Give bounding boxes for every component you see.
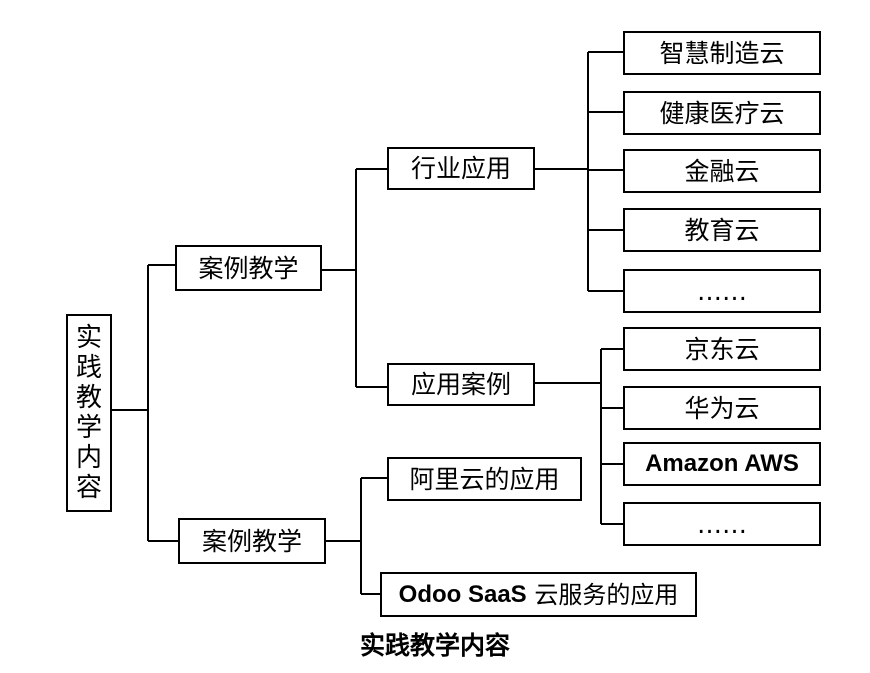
aliyun-application-node: 阿里云的应用 [387,457,582,501]
root-char: 学 [75,413,102,443]
case-item-node: Amazon AWS [623,442,821,486]
root-char: 践 [75,353,102,383]
case-teaching-node-top: 案例教学 [175,245,322,291]
case-item-node: 华为云 [623,386,821,430]
root-char: 教 [75,383,102,413]
industry-application-node: 行业应用 [387,147,535,190]
root-char: 内 [75,443,102,473]
root-char: 实 [75,323,102,353]
industry-item-node: 金融云 [623,149,821,193]
industry-item-node: …… [623,269,821,313]
industry-item-node: 智慧制造云 [623,31,821,75]
industry-item-node: 教育云 [623,208,821,252]
case-item-node: …… [623,502,821,546]
diagram-caption: 实践教学内容 [359,631,510,660]
application-cases-node: 应用案例 [387,363,535,406]
root-char: 容 [75,473,102,503]
case-item-node: 京东云 [623,327,821,371]
industry-item-node: 健康医疗云 [623,91,821,135]
odoo-saas-suffix: 云服务的应用 [526,580,679,609]
odoo-saas-application-node: Odoo SaaS 云服务的应用 [380,572,697,617]
root-node: 实 践 教 学 内 容 [66,314,112,512]
odoo-saas-prefix: Odoo SaaS [398,580,527,608]
case-teaching-node-bottom: 案例教学 [178,518,326,564]
